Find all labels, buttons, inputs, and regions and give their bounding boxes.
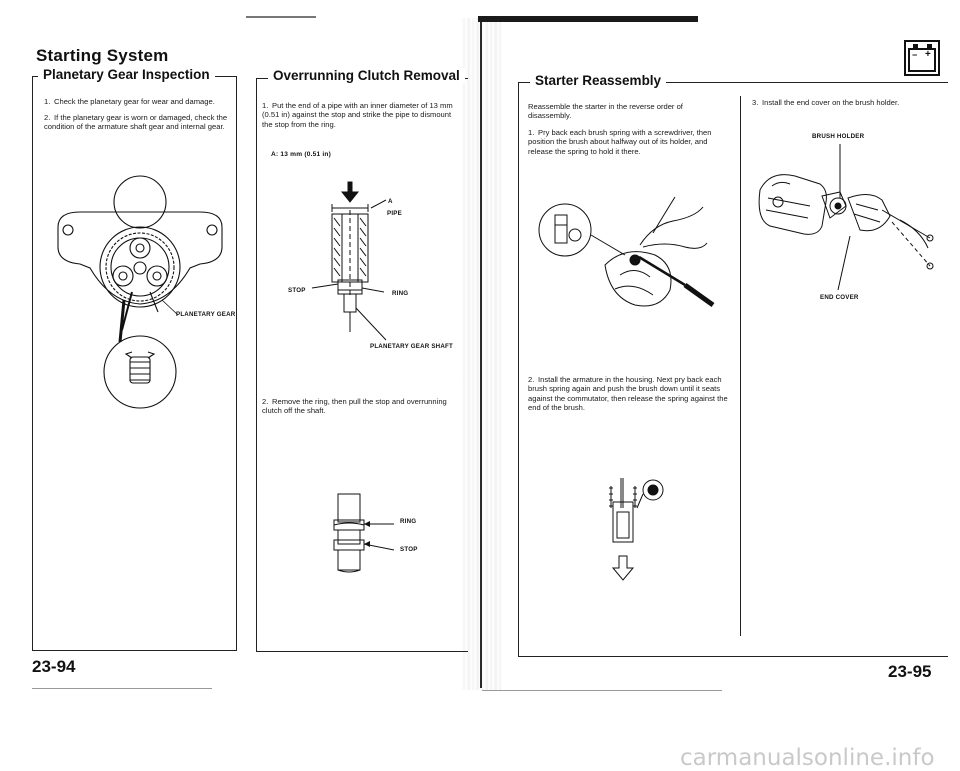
end-cover-install-illustration <box>758 144 934 291</box>
top-rule-right <box>478 16 698 22</box>
stop-label: STOP <box>288 287 306 294</box>
column-divider <box>740 96 741 636</box>
box-bottom-border <box>32 650 237 651</box>
box-right-border <box>236 76 237 651</box>
bottom-rule-left <box>32 688 212 689</box>
ring-label-2: RING <box>400 518 417 525</box>
planetary-gear-label: PLANETARY GEAR <box>176 311 236 318</box>
planetary-step-2: 2.If the planetary gear is worn or damag… <box>44 113 228 132</box>
stop-label-2: STOP <box>400 546 418 553</box>
gutter-line <box>480 18 482 688</box>
box3-bottom-border <box>518 656 948 657</box>
top-rule-left <box>246 16 316 18</box>
planetary-heading: Planetary Gear Inspection <box>38 67 215 82</box>
pipe-diameter-note: A: 13 mm (0.51 in) <box>271 151 332 158</box>
overrunning-step-2: 2.Remove the ring, then pull the stop an… <box>262 397 447 416</box>
chapter-title: Starting System <box>36 46 169 65</box>
reassembly-step-3: 3.Install the end cover on the brush hol… <box>752 98 900 107</box>
battery-icon: − + <box>904 40 940 76</box>
box2-left-border <box>256 78 257 652</box>
box3-top-border <box>518 82 948 83</box>
brush-seat-illustration <box>609 478 664 581</box>
brush-holder-label: BRUSH HOLDER <box>812 133 865 140</box>
box2-bottom-border <box>256 651 468 652</box>
starter-reassembly-heading: Starter Reassembly <box>530 73 667 88</box>
pipe-label: PIPE <box>387 210 402 217</box>
pipe-stop-illustration <box>311 181 387 341</box>
page-number-right: 23-95 <box>888 662 932 681</box>
brush-spring-pry-illustration <box>538 196 715 308</box>
planetary-gear-illustration <box>57 175 223 409</box>
planetary-step-1: 1.Check the planetary gear for wear and … <box>44 97 215 106</box>
reassembly-intro: Reassemble the starter in the reverse or… <box>528 102 683 121</box>
ring-stop-shaft-illustration <box>333 493 395 573</box>
a-dimension-label: A <box>388 198 393 205</box>
overrunning-heading: Overrunning Clutch Removal <box>268 68 465 83</box>
end-cover-label: END COVER <box>820 294 859 301</box>
box-left-border <box>32 76 33 650</box>
ring-label: RING <box>392 290 409 297</box>
binding-gutter <box>462 18 502 690</box>
bottom-rule-right <box>482 690 722 691</box>
page-number-left: 23-94 <box>32 657 76 676</box>
box3-left-border <box>518 82 519 657</box>
overrunning-step-1: 1.Put the end of a pipe with an inner di… <box>262 101 453 129</box>
reassembly-step-1: 1.Pry back each brush spring with a scre… <box>528 128 712 156</box>
planetary-gear-shaft-label: PLANETARY GEAR SHAFT <box>370 343 453 350</box>
watermark: carmanualsonline.info <box>680 745 935 771</box>
reassembly-step-2: 2.Install the armature in the housing. N… <box>528 375 728 413</box>
battery-minus: − <box>912 50 918 60</box>
battery-plus: + <box>925 49 931 60</box>
